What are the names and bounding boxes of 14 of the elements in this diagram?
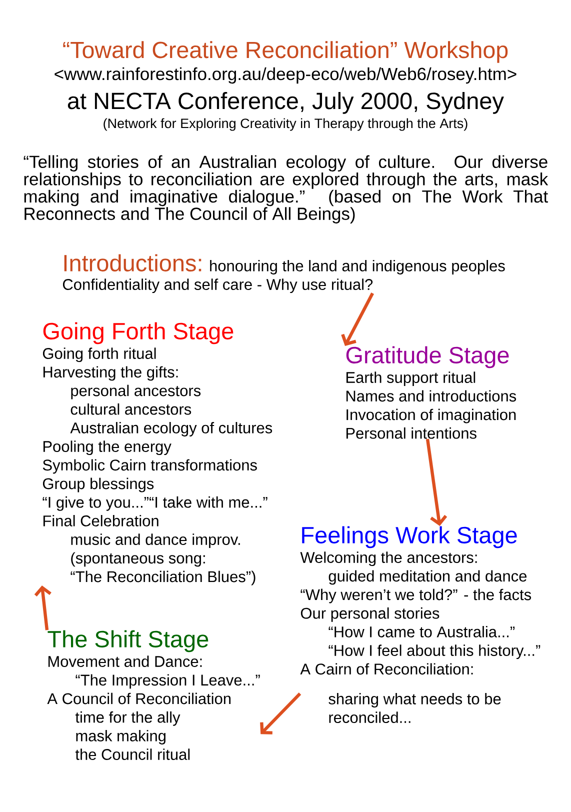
subtitle: at NECTA Conference, July 2000, Sydney bbox=[68, 92, 504, 114]
title: “Toward Creative Reconciliation” Workshop bbox=[63, 41, 508, 63]
arrow bbox=[341, 292, 374, 346]
arrow bbox=[426, 438, 448, 526]
stage-text: The Shift Stage Movement and Dance: “The Impression I Leave...” A Council of Reconciliation time for the ally mask making the Council ritual bbox=[47, 630, 260, 760]
stage-text: Feelings Work Stage Welcoming the ancestors: guided meditation and dance “Why weren’t we told?” - the facts Our personal stories “How I came to Australia...” “How I feel about this history...” A Cairn of Reconciliation: sharing what needs to be reconciled... bbox=[300, 526, 540, 724]
stage-text: Gratitude Stage Earth support ritual Names and introductions Invocation of imagination Personal intentions bbox=[346, 346, 516, 439]
stage-text: Going Forth Stage Going forth ritual Harvesting the gifts: personal ancestors cultural ancestors Australian ecology of cultures Pooling the energy Symbolic Cairn transformations Group blessings “I give to you...”“I take with me...” Final Celebration music and dance improv. (spontaneous song: “The Reconciliation Blues”) bbox=[42, 322, 272, 586]
subtitle-note: (Network for Exploring Creativity in Therapy through the Arts) bbox=[104, 118, 468, 131]
web-address: <www.rainforestinfo.org.au/deep-eco/web/Web6/rosey.htm> bbox=[54, 67, 516, 84]
quote-paragraph: “Telling stories of an Australian ecology of culture. Our diverse relationships to reconciliation are explored through the arts, mask making and imaginative dialogue.” (based on The Work That Reconnects and The Council of All Beings) bbox=[24, 155, 548, 224]
stage-text: Introductions: honouring the land and indigenous peoples Confidentiality and self care - Why use ritual? bbox=[62, 254, 505, 294]
arrow bbox=[260, 692, 302, 734]
arrow bbox=[34, 585, 52, 630]
